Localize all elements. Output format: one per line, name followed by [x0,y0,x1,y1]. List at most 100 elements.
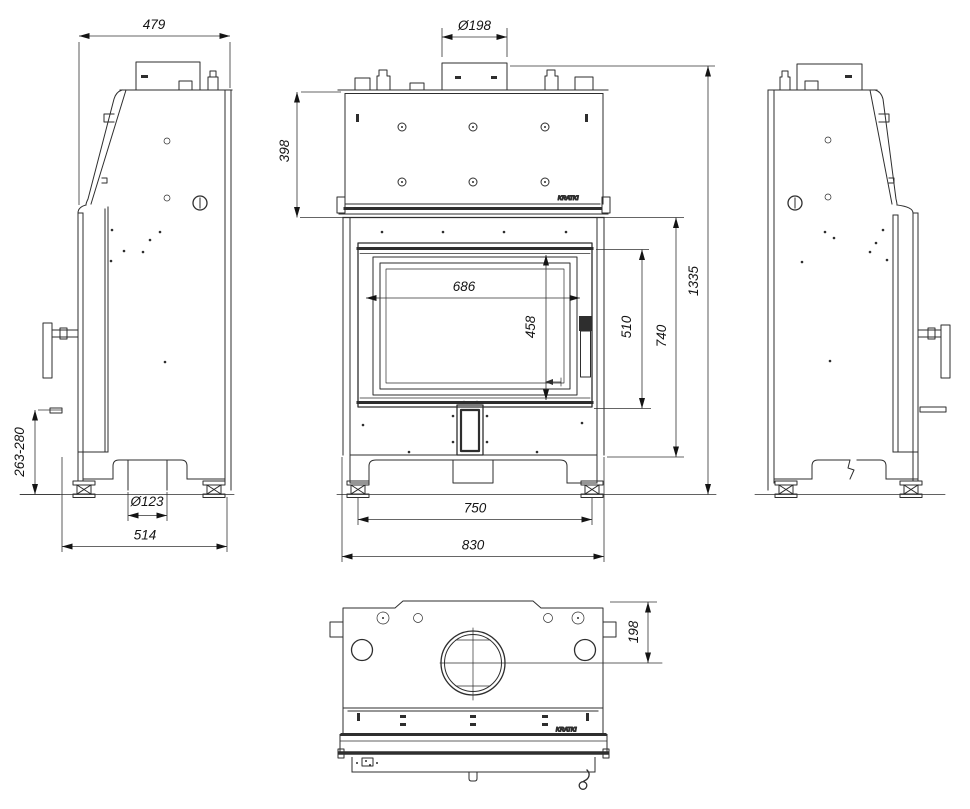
top-plate-outline [342,600,604,709]
dim-extension [61,457,228,552]
top-water-port [573,638,597,662]
top-bolt-hole [413,613,423,623]
left-door-profile [77,204,109,453]
left-body-outline [85,89,233,491]
dim-extension [441,28,508,57]
dim-door-height-label: 510 [619,315,634,338]
top-bolt-hole [376,611,390,625]
boiler-rivet [468,177,478,187]
right-box-mark [845,75,852,78]
boiler-rivet [397,122,407,132]
damper-bolts [451,400,489,444]
top-door-edge [339,734,608,752]
right-door-profile [892,204,919,453]
dim-overall-height-label: 1335 [686,265,701,296]
dim-air-inlet-diameter-label: Ø123 [129,494,164,509]
top-bolt-hole [571,611,585,625]
dim-overall-width: 830 [341,457,605,562]
dim-feet-spacing-label: 750 [464,501,487,516]
dim-upper-section-height: 398 [277,91,343,218]
glass-frame-outer [372,256,578,396]
adjustable-foot [774,480,798,498]
top-lower-frame [351,757,596,773]
base-dots [361,421,584,454]
dim-extension [78,42,231,205]
flue-collar [441,62,508,91]
collar-marks [455,76,497,79]
dim-side-bottom-depth-label: 514 [134,528,157,543]
dimension-annotations: 479 Ø198 398 686 458 510 740 [12,17,715,663]
boiler-top-lines [337,89,609,205]
dim-glass-height: 458 [523,255,549,400]
dim-front-section-height-label: 740 [654,324,669,347]
top-view: KRATKI [329,600,663,790]
right-connector-tab [919,406,947,413]
top-handle-curl-end [578,781,588,790]
left-hole [163,194,171,202]
top-door-end-tab [602,748,610,759]
right-rivet-dots [800,228,889,363]
dim-upper-section-height-label: 398 [277,139,292,162]
left-slope-fittings [101,113,115,184]
base-outline [349,454,598,484]
front-view: KRATKI [336,62,717,498]
boiler-rivet [540,122,550,132]
door-handle-bar [580,330,591,378]
top-band-marks [357,713,589,726]
right-hole [824,136,832,144]
door-handle-cap [579,316,592,331]
dim-rear-connector-height-label: 263-280 [12,427,27,478]
dim-flue-diameter: Ø198 [441,18,508,57]
top-fittings [354,69,594,91]
left-hole [163,137,171,145]
left-connector-tab [49,407,63,414]
left-side-view [19,61,235,498]
dim-rear-connector-height: 263-280 [12,409,62,495]
glass-pane [385,268,565,384]
dim-side-top-depth: 479 [78,17,231,205]
adjustable-foot [899,480,923,498]
door-swing-arrowhead [545,379,553,385]
dim-flue-center-offset: 198 [610,601,657,663]
boiler-rivet [468,122,478,132]
dim-flue-diameter-label: Ø198 [457,18,492,33]
dim-extension [20,409,62,495]
adjustable-foot [72,480,96,498]
left-chimney-box [135,61,219,91]
boiler-side-marks [356,114,588,122]
boiler-rivet [540,177,550,187]
door-frame [357,242,593,408]
glass-frame-mid [379,262,571,390]
flue-centerlines [439,627,663,701]
boiler-rivet [397,177,407,187]
top-band [342,707,604,735]
dim-side-top-depth-label: 479 [143,17,166,32]
brand-logo-front: KRATKI [558,196,579,202]
top-hinge-bracket [361,757,374,767]
right-body-outline [767,89,898,491]
dim-door-height: 510 [594,249,651,409]
right-door-handle [917,324,951,379]
top-hinge-dots [356,760,379,766]
top-latch [468,771,478,782]
dim-feet-spacing: 750 [357,497,593,525]
right-slope-fittings [878,113,895,184]
base-center-block [452,459,494,484]
band-side-tabs [336,196,611,214]
dim-glass-height-label: 458 [523,315,538,338]
top-door-end-tab [337,748,345,759]
dim-overall-width-label: 830 [462,538,485,553]
dim-front-section-height: 740 [604,217,684,458]
dim-glass-width-label: 686 [453,279,476,294]
top-handle-curl [583,769,590,782]
dim-flue-center-offset-label: 198 [626,620,641,643]
dim-glass-width: 686 [366,279,580,301]
left-door-handle [42,322,79,379]
dim-extension [341,457,605,562]
top-bolt-hole [543,613,553,623]
left-rivet-dots [109,228,167,364]
right-handle-nut [927,327,936,340]
dim-side-bottom-depth: 514 [61,457,228,552]
dim-overall-height: 1335 [510,65,715,495]
left-water-port [192,195,208,211]
